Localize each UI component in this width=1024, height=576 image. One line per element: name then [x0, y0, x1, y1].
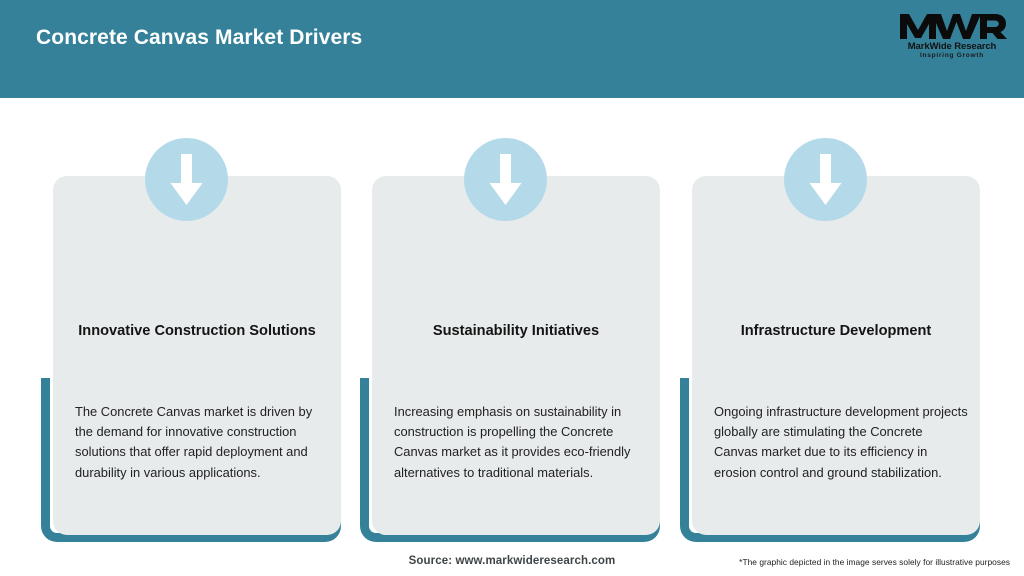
down-arrow-badge [784, 138, 867, 221]
driver-cards-row: Innovative Construction Solutions The Co… [0, 98, 1024, 548]
card-panel: Sustainability Initiatives Increasing em… [372, 176, 660, 535]
driver-card: Innovative Construction Solutions The Co… [41, 98, 349, 548]
down-arrow-icon [809, 154, 842, 205]
logo-tagline: Inspiring Growth [920, 52, 984, 59]
down-arrow-icon [170, 154, 203, 205]
driver-card: Infrastructure Development Ongoing infra… [680, 98, 988, 548]
card-title: Innovative Construction Solutions [78, 323, 316, 339]
card-panel: Innovative Construction Solutions The Co… [53, 176, 341, 535]
card-body-text: Ongoing infrastructure development proje… [714, 404, 968, 480]
source-label: Source: www.markwideresearch.com [408, 555, 616, 567]
logo-company-name: MarkWide Research [907, 41, 997, 52]
down-arrow-badge [145, 138, 228, 221]
card-title: Sustainability Initiatives [432, 323, 600, 339]
mwr-logo-icon [900, 14, 1007, 39]
brand-logo: MarkWide Research Inspiring Growth [896, 10, 1008, 66]
down-arrow-icon [489, 154, 522, 205]
card-body-text: The Concrete Canvas market is driven by … [75, 404, 313, 480]
driver-card: Sustainability Initiatives Increasing em… [360, 98, 668, 548]
card-panel: Infrastructure Development Ongoing infra… [692, 176, 980, 535]
header-bar: Concrete Canvas Market Drivers MarkWide … [0, 0, 1024, 98]
page-title: Concrete Canvas Market Drivers [36, 26, 363, 49]
card-body-text: Increasing emphasis on sustainability in… [394, 404, 631, 480]
down-arrow-badge [464, 138, 547, 221]
card-title: Infrastructure Development [740, 323, 932, 339]
disclaimer-label: *The graphic depicted in the image serve… [739, 557, 1010, 567]
